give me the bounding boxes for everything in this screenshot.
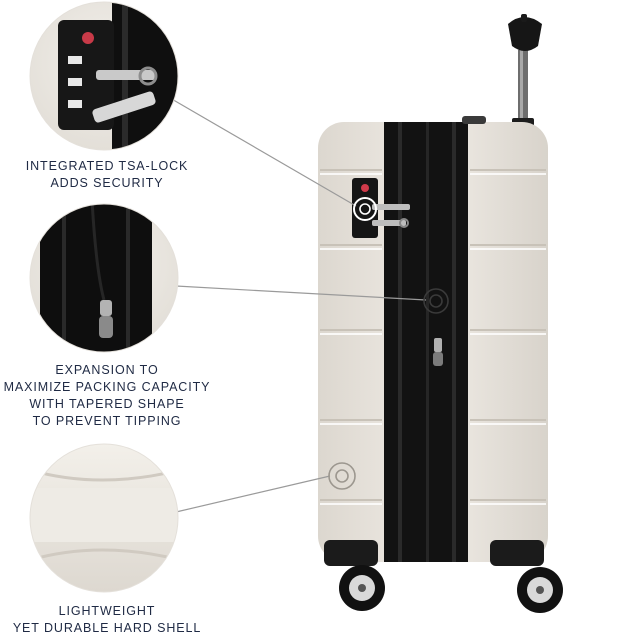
caption-line: ADDS SECURITY	[50, 176, 164, 190]
caption-line: INTEGRATED TSA-LOCK	[25, 159, 189, 173]
target-marker-icon	[328, 197, 449, 490]
caption-line: MAXIMIZE PACKING CAPACITY	[3, 380, 211, 394]
feature-caption-hard-shell: LIGHTWEIGHT YET DURABLE HARD SHELL	[0, 603, 214, 637]
caption-line: EXPANSION TO	[55, 363, 159, 377]
tsa-lock-icon	[352, 178, 410, 238]
feature-caption-tsa-lock: INTEGRATED TSA-LOCK ADDS SECURITY	[0, 158, 214, 192]
detail-bubble-tsa-lock	[30, 2, 178, 150]
caption-line: TO PREVENT TIPPING	[32, 414, 182, 428]
telescoping-handle-icon	[508, 14, 542, 130]
caption-line: WITH TAPERED SHAPE	[29, 397, 185, 411]
caption-line: LIGHTWEIGHT	[58, 604, 156, 618]
zipper-pull-icon	[433, 338, 443, 366]
callout-lines	[169, 97, 427, 513]
spinner-wheel-icon	[324, 540, 563, 613]
detail-bubble-hard-shell	[30, 444, 178, 592]
feature-caption-expansion: EXPANSION TO MAXIMIZE PACKING CAPACITY W…	[0, 362, 214, 430]
detail-bubble-expansion	[30, 204, 178, 352]
caption-line: YET DURABLE HARD SHELL	[12, 621, 202, 635]
suitcase-shell	[318, 116, 548, 562]
